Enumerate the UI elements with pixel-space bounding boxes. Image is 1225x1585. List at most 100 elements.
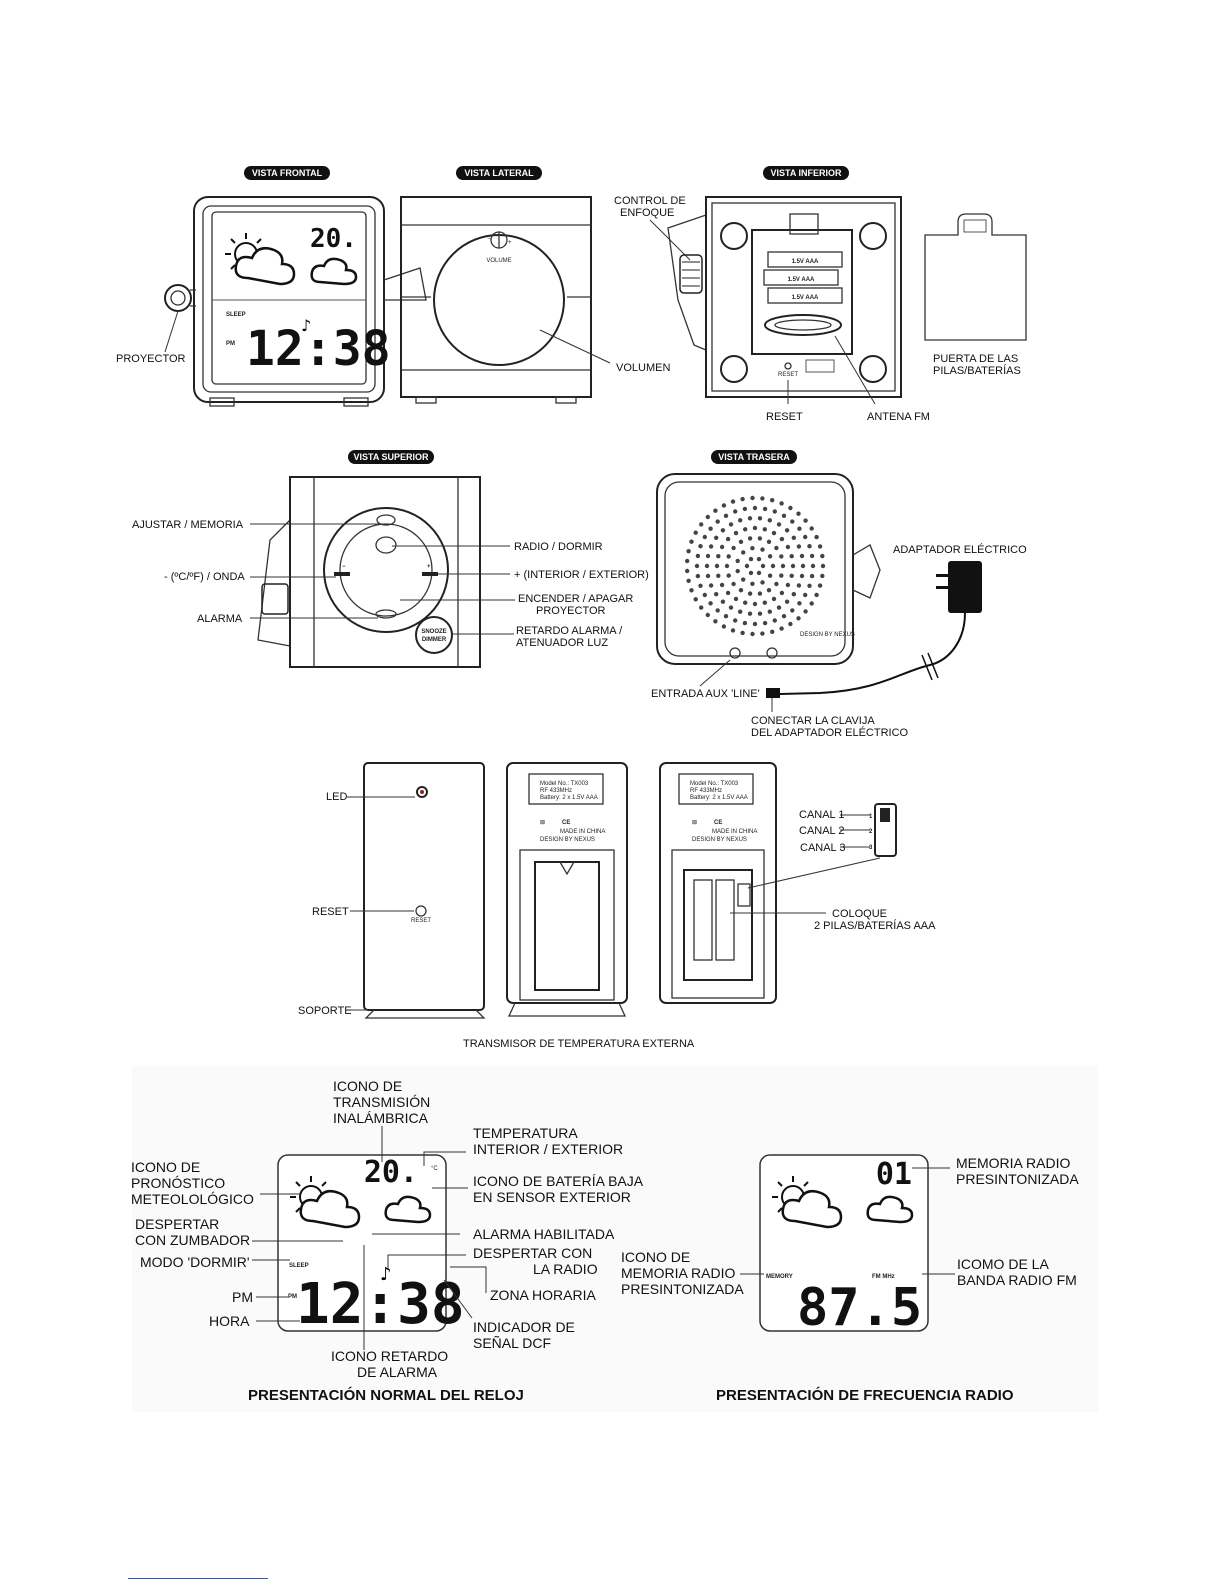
- band-label-1: ICOMO DE LA: [957, 1256, 1049, 1272]
- memory-icon-label-2: MEMORIA RADIO: [621, 1265, 735, 1281]
- volume-leader: [539, 329, 611, 364]
- svg-text:−: −: [342, 564, 346, 570]
- speaker-hole: [748, 556, 754, 562]
- pill-front-view: VISTA FRONTAL: [244, 166, 330, 180]
- speaker-hole: [807, 583, 812, 588]
- svg-text:DESIGN BY NEXUS: DESIGN BY NEXUS: [800, 632, 855, 638]
- svg-text:♪: ♪: [380, 1264, 392, 1285]
- speaker-hole: [784, 528, 790, 533]
- focus-label-2: ENFOQUE: [620, 207, 674, 219]
- svg-text:RESET: RESET: [411, 918, 431, 924]
- battery-door-label-1: PUERTA DE LAS: [933, 353, 1018, 365]
- transmitter-caption: TRANSMISOR DE TEMPERATURA EXTERNA: [463, 1038, 695, 1050]
- speaker-hole: [735, 568, 740, 574]
- speaker-hole: [772, 509, 777, 514]
- speaker-hole: [779, 536, 785, 542]
- svg-text:VOLUME: VOLUME: [486, 258, 511, 264]
- forecast-label-1: ICONO DE: [131, 1159, 200, 1175]
- speaker-hole: [721, 624, 727, 629]
- speaker-hole: [820, 563, 826, 569]
- svg-text:SNOOZE: SNOOZE: [421, 629, 446, 635]
- speaker-hole: [770, 498, 775, 503]
- plus-label: + (INTERIOR / EXTERIOR): [514, 569, 649, 581]
- speaker-hole: [809, 601, 814, 606]
- lowbat-label-1: ICONO DE BATERÍA BAJA: [473, 1173, 644, 1189]
- set-memory-label: AJUSTAR / MEMORIA: [132, 519, 244, 531]
- speaker-grille: [685, 495, 826, 637]
- temp-label-2: INTERIOR / EXTERIOR: [473, 1141, 623, 1157]
- speaker-hole: [771, 530, 777, 536]
- memory-icon-label-3: PRESINTONIZADA: [621, 1281, 744, 1297]
- projector-label: PROYECTOR: [116, 353, 186, 365]
- speaker-hole: [740, 630, 745, 636]
- speaker-hole: [752, 621, 758, 627]
- dcf-label-1: INDICADOR DE: [473, 1319, 575, 1335]
- speaker-hole: [747, 516, 753, 521]
- forecast-label-2: PRONÓSTICO: [131, 1175, 225, 1191]
- alarm-label: ALARMA: [197, 613, 243, 625]
- speaker-hole: [744, 563, 750, 569]
- svg-text:+: +: [508, 240, 512, 246]
- speaker-hole: [796, 616, 801, 621]
- speaker-hole: [766, 588, 772, 593]
- radio-sleep-label: RADIO / DORMIR: [514, 541, 603, 553]
- side-view-clock: − + VOLUME: [400, 196, 592, 404]
- speaker-hole: [705, 553, 711, 559]
- speaker-hole: [788, 621, 793, 627]
- memory-radio-label-2: PRESINTONIZADA: [956, 1171, 1079, 1187]
- speaker-hole: [803, 609, 808, 614]
- svg-text:RF 433MHz: RF 433MHz: [690, 788, 722, 794]
- speaker-hole: [797, 526, 802, 531]
- svg-text:SLEEP: SLEEP: [289, 1263, 309, 1269]
- svg-text:VISTA INFERIOR: VISTA INFERIOR: [770, 168, 842, 178]
- speaker-hole: [742, 620, 748, 626]
- svg-text:°C: °C: [431, 1166, 438, 1172]
- speaker-hole: [715, 519, 720, 524]
- speaker-hole: [752, 505, 758, 511]
- speaker-hole: [714, 592, 719, 597]
- speaker-hole: [715, 608, 720, 613]
- svg-text:VISTA SUPERIOR: VISTA SUPERIOR: [353, 452, 429, 462]
- speaker-hole: [809, 526, 814, 531]
- svg-text:RESET: RESET: [778, 372, 798, 378]
- speaker-hole: [708, 526, 713, 531]
- aux-label: ENTRADA AUX 'LINE': [651, 688, 760, 700]
- projector-btn-label-1: ENCENDER / APAGAR: [518, 593, 633, 605]
- channel-link-leader: [747, 857, 881, 889]
- svg-text:−: −: [487, 236, 491, 242]
- insert-battery-label-1: COLOQUE: [832, 908, 887, 920]
- svg-text:3: 3: [869, 845, 873, 851]
- speaker-hole: [685, 558, 690, 564]
- speaker-hole: [784, 599, 790, 604]
- speaker-hole: [721, 503, 727, 508]
- speaker-hole: [723, 614, 729, 619]
- speaker-hole: [757, 611, 763, 616]
- speaker-hole: [719, 544, 725, 550]
- speaker-hole: [807, 544, 812, 549]
- svg-text:PM: PM: [288, 1294, 297, 1300]
- svg-text:12:38: 12:38: [296, 1272, 465, 1337]
- speaker-hole: [724, 563, 730, 569]
- speaker-hole: [741, 577, 746, 582]
- speaker-hole: [747, 611, 753, 616]
- speaker-hole: [760, 563, 766, 569]
- speaker-hole: [760, 631, 765, 636]
- speaker-hole: [714, 535, 719, 540]
- battery-3: 1.5V AAA: [767, 287, 843, 304]
- channel-switch: 1 2 3: [869, 803, 897, 857]
- speaker-hole: [747, 536, 753, 541]
- speaker-hole: [699, 605, 704, 610]
- speaker-hole: [760, 547, 765, 552]
- svg-text:Model No.: TX003: Model No.: TX003: [690, 781, 739, 787]
- speaker-hole: [767, 573, 773, 578]
- speaker-hole: [820, 573, 825, 579]
- speaker-hole: [756, 556, 762, 562]
- speaker-hole: [747, 591, 753, 596]
- speaker-hole: [791, 535, 796, 540]
- speaker-hole: [796, 583, 802, 588]
- front-view-clock: 20. 12:38 SLEEP PM ♪: [164, 196, 427, 407]
- focus-label-1: CONTROL DE: [614, 195, 686, 207]
- speaker-hole: [730, 628, 736, 633]
- speaker-hole: [814, 592, 819, 598]
